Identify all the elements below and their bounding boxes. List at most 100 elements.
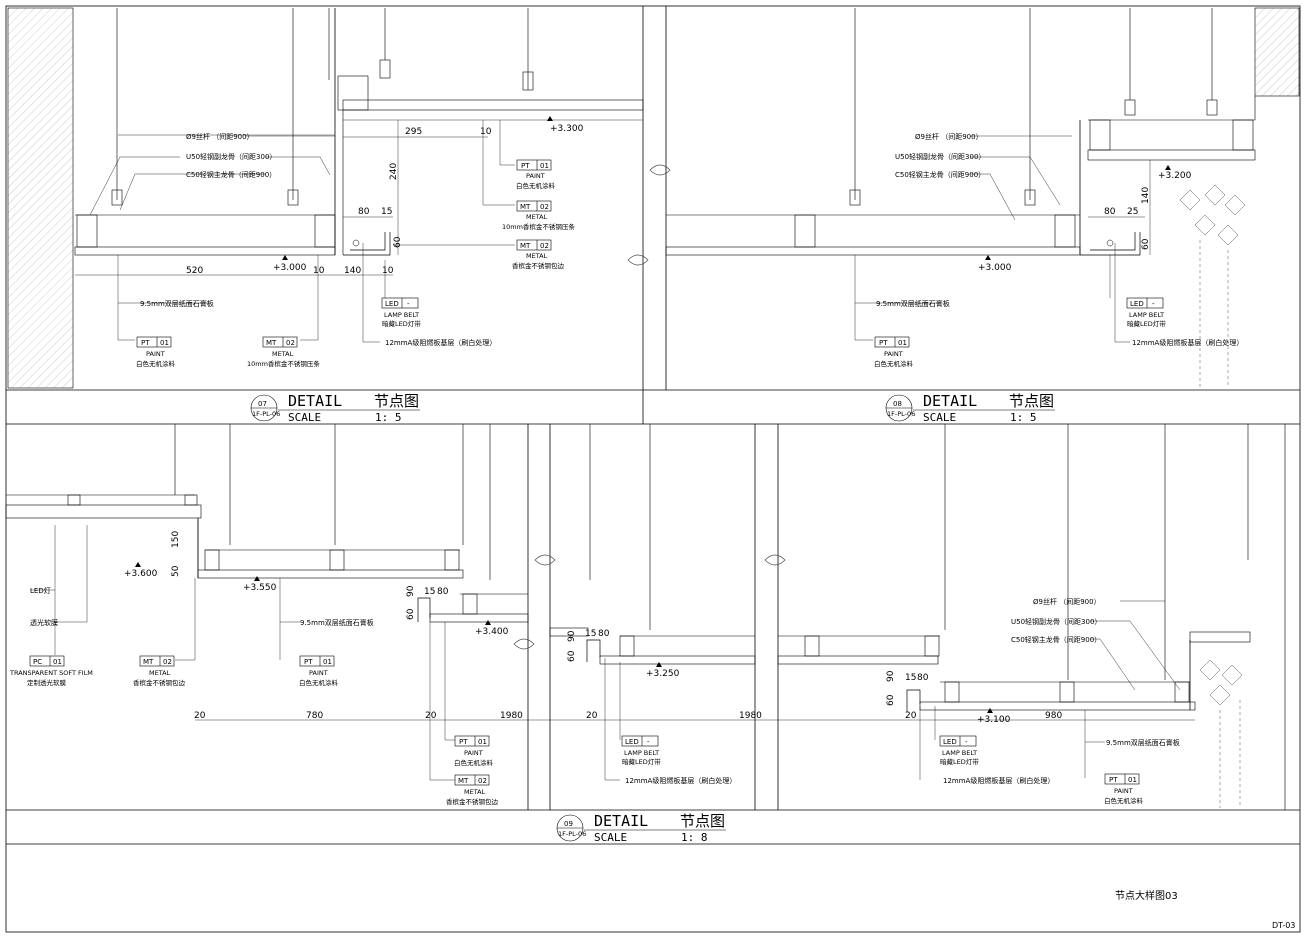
note-text: 12mmA级阻燃板基层（刷白处理） [625, 776, 736, 785]
detail-07: 295 10 240 80 15 60 520 10 140 10 +3.300… [7, 7, 644, 424]
dim-text: 60 [567, 650, 577, 662]
note-text: U50轻钢副龙骨（间距300） [895, 152, 985, 161]
dim-text: 80 [917, 673, 929, 683]
note-text: 12mmA级阻燃板基层（刷白处理） [943, 776, 1054, 785]
detail-label: DETAIL [288, 392, 342, 410]
dim-text: 90 [886, 670, 896, 682]
tag-code: PT [141, 339, 150, 347]
scale-label: SCALE [923, 411, 956, 424]
detail-ref: 1F-PL-06 [887, 410, 915, 418]
tag-code: MT [520, 242, 531, 250]
note-text: C50轻钢主龙骨（间距900） [186, 170, 276, 179]
detail-08: 140 80 25 60 +3.200 +3.000 Ø9丝杆 （间距900） … [665, 7, 1300, 424]
tag-en: METAL [526, 213, 548, 221]
tag-cn: 暗藏LED灯带 [622, 757, 661, 766]
dim-text: 10 [313, 266, 325, 276]
note-text: C50轻钢主龙骨（间距900） [1011, 635, 1101, 644]
tag-en: METAL [149, 669, 171, 677]
tag-code: PT [1109, 776, 1118, 784]
level-mark: +3.200 [1158, 171, 1192, 181]
tag-en: LAMP BELT [942, 749, 977, 757]
dim-text: 60 [393, 236, 403, 248]
level-mark: +3.300 [550, 124, 584, 134]
tag-num: 02 [286, 339, 295, 347]
scale-value: 1: 8 [681, 831, 708, 844]
tag-cn: 白色无机涂料 [136, 359, 176, 368]
tag-num: - [647, 738, 650, 746]
note-text: 12mmA级阻燃板基层（刷白处理） [385, 338, 496, 347]
level-mark: +3.600 [124, 569, 158, 579]
detail-number: 07 [258, 400, 267, 408]
note-text: 9.5mm双层纸面石膏板 [140, 299, 214, 308]
tag-cn: 白色无机涂料 [299, 678, 339, 687]
detail-09: 150 50 15 80 60 90 15 80 90 60 15 80 90 … [5, 424, 1286, 844]
tag-num: 01 [160, 339, 169, 347]
tag-cn: 白色无机涂料 [1104, 796, 1144, 805]
pendant-ornament [1199, 659, 1243, 808]
note-text: 透光软膜 [30, 618, 58, 627]
tag-num: 02 [163, 658, 172, 666]
dim-text: 60 [886, 694, 896, 706]
tag-en: LAMP BELT [1129, 311, 1164, 319]
dim-text: 20 [905, 711, 917, 721]
note-text: 9.5mm双层纸面石膏板 [300, 618, 374, 627]
break-marks [513, 164, 786, 650]
tag-cn: 白色无机涂料 [454, 758, 494, 767]
dim-text: 25 [1127, 207, 1138, 217]
tag-code: PT [879, 339, 888, 347]
tag-en: METAL [272, 350, 294, 358]
tag-en: METAL [526, 252, 548, 260]
dim-text: 980 [1045, 711, 1062, 721]
level-mark: +3.400 [475, 627, 509, 637]
dim-text: 1980 [500, 711, 523, 721]
note-text: LED灯 [30, 586, 51, 595]
scale-label: SCALE [594, 831, 627, 844]
tag-num: 02 [540, 203, 549, 211]
detail-number: 09 [564, 820, 573, 828]
tag-code: PT [521, 162, 530, 170]
level-mark: +3.250 [646, 669, 680, 679]
tag-code: MT [266, 339, 277, 347]
dim-text: 90 [567, 630, 577, 642]
tag-cn: 定制透光软膜 [27, 678, 67, 687]
dim-text: 80 [1104, 207, 1116, 217]
dim-text: 520 [186, 266, 203, 276]
level-mark: +3.000 [273, 263, 307, 273]
tag-num: 01 [478, 738, 487, 746]
detail-ref: 1F-PL-06 [558, 830, 586, 838]
dim-text: 90 [406, 585, 416, 597]
note-text: 12mmA级阻燃板基层（刷白处理） [1132, 338, 1243, 347]
tag-en: PAINT [1114, 787, 1133, 795]
tag-en: PAINT [309, 669, 328, 677]
detail-label-cn: 节点图 [374, 392, 419, 410]
tag-code: MT [458, 777, 469, 785]
note-text: 9.5mm双层纸面石膏板 [876, 299, 950, 308]
tag-en: PAINT [146, 350, 165, 358]
tag-en: LAMP BELT [624, 749, 659, 757]
tag-cn: 白色无机涂料 [516, 181, 556, 190]
sheet-number: DT-03 [1272, 921, 1295, 930]
tag-num: 02 [540, 242, 549, 250]
tag-num: 01 [898, 339, 907, 347]
tag-cn: 10mm香槟金不锈钢压条 [247, 359, 320, 368]
level-mark: +3.100 [977, 715, 1011, 725]
detail-label: DETAIL [594, 812, 648, 830]
detail-number: 08 [893, 400, 902, 408]
tag-code: LED [1130, 300, 1144, 308]
tag-num: - [965, 738, 968, 746]
tag-cn: 香槟金不锈钢包边 [512, 261, 565, 270]
scale-value: 1: 5 [375, 411, 402, 424]
tag-cn: 香槟金不锈钢包边 [133, 678, 186, 687]
scale-value: 1: 5 [1010, 411, 1037, 424]
tag-num: 01 [1128, 776, 1137, 784]
scale-label: SCALE [288, 411, 321, 424]
tag-en: TRANSPARENT SOFT FILM [9, 669, 93, 677]
tag-en: PAINT [526, 172, 545, 180]
tag-code: LED [625, 738, 639, 746]
detail-label-cn: 节点图 [680, 812, 725, 830]
dim-text: 15 [905, 673, 916, 683]
tag-code: LED [385, 300, 399, 308]
tag-en: LAMP BELT [384, 311, 419, 319]
dim-text: 80 [358, 207, 370, 217]
